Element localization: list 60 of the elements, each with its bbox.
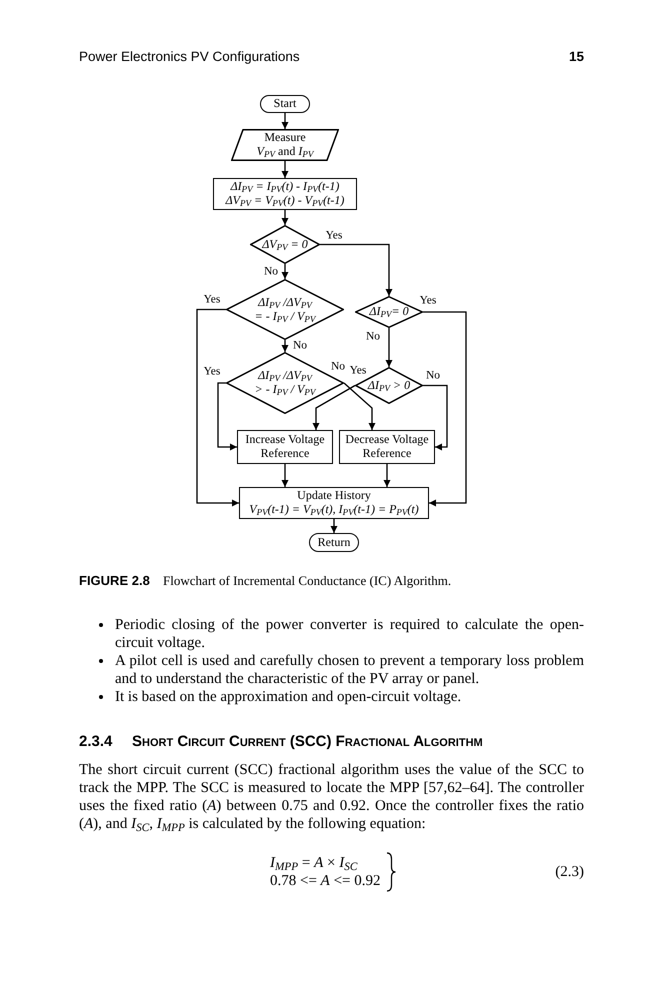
edge-label: Yes <box>202 294 222 306</box>
edge-label: Yes <box>348 365 368 377</box>
arrow <box>282 161 288 178</box>
bullet-text: It is based on the approximation and open-circuit voltage. <box>115 688 462 706</box>
terminal-label: Return <box>318 536 350 550</box>
decision-diamond <box>226 352 344 414</box>
page-number: 15 <box>568 49 584 65</box>
section-heading: Short Circuit Current (SCC) Fractional Algorithm <box>132 733 483 751</box>
arrow <box>282 113 288 129</box>
body-paragraph: The short circuit current (SCC) fractional algorithm uses the value of the SCC to track the MPP. The SCC is measured to locate the MPP [57,62–64]. The controller uses the fixed ratio (A) between 0.75 and 0.92. Once the controller fixes the ratio (A), and I$_{SC}$, I$_{MPP}$ is calculated by the following equation: <box>79 761 584 833</box>
process-box <box>339 430 435 464</box>
arrow <box>344 382 376 430</box>
process-label: ΔI$_{PV}$ = I$_{PV}$(t) - I$_{PV}$(t-1) <box>230 180 340 194</box>
process-box <box>237 430 333 464</box>
arrow <box>282 340 288 352</box>
arrow <box>320 244 392 296</box>
process-label: V$_{PV}$(t-1) = V$_{PV}$(t), I$_{PV}$(t-1) = P$_{PV}$(t) <box>249 503 419 517</box>
edge-label: No <box>424 370 442 382</box>
process-label: Increase Voltage Reference <box>244 433 326 461</box>
arrow <box>330 519 338 533</box>
edge-label: No <box>292 340 308 352</box>
condition-label: ΔV$_{PV}$ = 0 <box>262 238 308 252</box>
input-parallelogram <box>231 129 339 161</box>
edge-label: No <box>364 331 382 343</box>
edge-label: Yes <box>324 230 344 242</box>
equation-line: 0.78 <= A <= 0.92 <box>270 872 381 890</box>
running-header: Power Electronics PV Configurations <box>79 49 300 65</box>
edge-label: No <box>262 266 280 278</box>
condition-label: ΔI$_{PV}$ /ΔV$_{PV}$ > - I$_{PV}$ / V$_{PV}$ <box>254 369 318 397</box>
arrow <box>282 210 288 225</box>
process-label: ΔV$_{PV}$ = V$_{PV}$(t) - V$_{PV}$(t-1) <box>226 194 344 208</box>
arrow <box>282 464 288 487</box>
condition-label: ΔI$_{PV}$ /ΔV$_{PV}$ = - I$_{PV}$ / V$_{PV}$ <box>254 296 318 324</box>
equation-line: I$_{MPP}$ = A × I$_{SC}$ <box>270 854 358 872</box>
bullet-text: Periodic closing of the power converter is required to calculate the open-circuit voltage. <box>115 616 584 652</box>
bullet-text: A pilot cell is used and carefully chosen to prevent a temporary loss problem and to understand the characteristic of the PV array or panel. <box>115 652 584 688</box>
arrow <box>312 384 356 430</box>
condition-label: ΔI$_{PV}$= 0 <box>369 305 409 319</box>
process-label: Decrease Voltage Reference <box>344 433 430 461</box>
figure-caption: FIGURE 2.8 Flowchart of Incremental Conductance (IC) Algorithm. <box>79 573 452 589</box>
edge-label: Yes <box>202 366 222 378</box>
process-box <box>213 178 357 210</box>
arrow <box>282 264 288 279</box>
section-number: 2.3.4 <box>79 733 112 751</box>
arrow <box>196 308 239 506</box>
process-label: Update History <box>297 489 371 503</box>
decision-diamond <box>226 279 344 340</box>
input-label: Measure V$_{PV}$ and I$_{PV}$ <box>256 131 316 159</box>
arrow <box>423 384 448 450</box>
edge-label: Yes <box>418 295 438 307</box>
arrow <box>384 464 390 487</box>
arrow <box>423 311 467 506</box>
arrow <box>217 382 237 450</box>
equation-number: (2.3) <box>555 863 584 881</box>
process-box <box>239 487 429 519</box>
decision-diamond <box>250 225 320 264</box>
condition-label: ΔI$_{PV}$ > 0 <box>368 378 410 392</box>
terminal-label: Start <box>274 97 296 111</box>
edge-label: No <box>330 361 346 373</box>
arrow <box>386 328 392 367</box>
